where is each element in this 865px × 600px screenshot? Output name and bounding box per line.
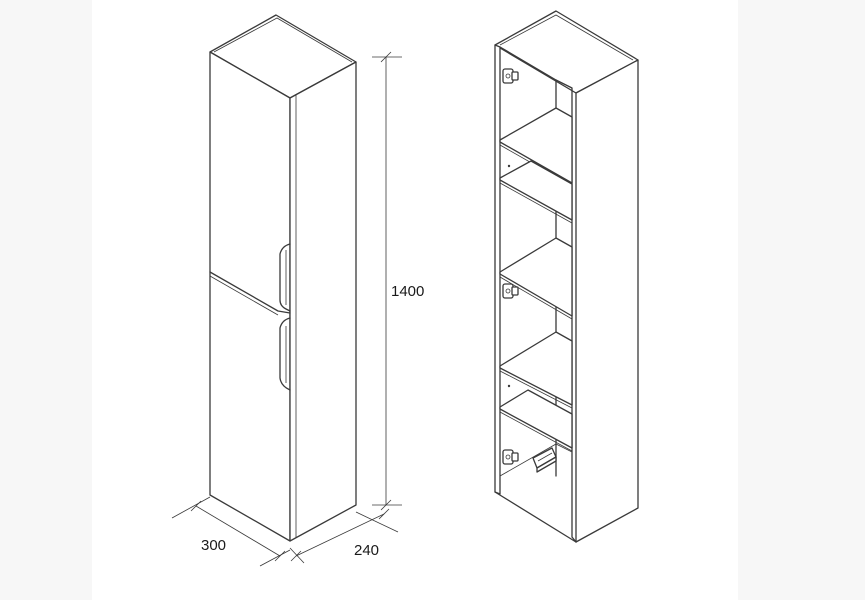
- wall-bracket: [532, 447, 557, 473]
- open-cabinet-inner-edge: [499, 46, 577, 543]
- height-dimension-label: 1400: [391, 283, 424, 300]
- door-split-line: [209, 271, 291, 314]
- cabinet-side-face: [289, 61, 357, 542]
- open-cabinet-left-panel: [494, 44, 501, 495]
- shelf-3: [499, 237, 573, 320]
- closed-cabinet: [209, 14, 357, 542]
- door-split-line-inner: [209, 275, 279, 316]
- top-edge-inner: [213, 17, 353, 63]
- width-dimension-line: [195, 505, 281, 557]
- lower-door-handle: [279, 317, 291, 391]
- dimension-depth: 240: [289, 508, 399, 564]
- width-dimension-label: 300: [201, 537, 226, 554]
- open-cabinet: [494, 10, 639, 543]
- open-top-edge-inner: [499, 14, 634, 61]
- mounting-hole: [507, 164, 511, 168]
- depth-dimension-label: 240: [354, 542, 379, 559]
- mounting-hole: [507, 384, 511, 388]
- shelf-4: [499, 331, 573, 409]
- upper-door-handle: [279, 243, 291, 312]
- depth-dimension-line: [295, 513, 385, 557]
- dimension-width: 300: [171, 496, 291, 567]
- open-cabinet-side-face: [575, 59, 639, 543]
- dimension-height: 1400: [372, 51, 424, 511]
- hinge-middle: [502, 283, 519, 299]
- shelf-2: [499, 160, 573, 224]
- hinge-top: [502, 68, 519, 84]
- shelf-5: [499, 389, 573, 452]
- open-cabinet-bottom-edge: [494, 491, 577, 543]
- cabinet-front-face: [209, 51, 291, 542]
- hinge-bottom: [502, 449, 519, 465]
